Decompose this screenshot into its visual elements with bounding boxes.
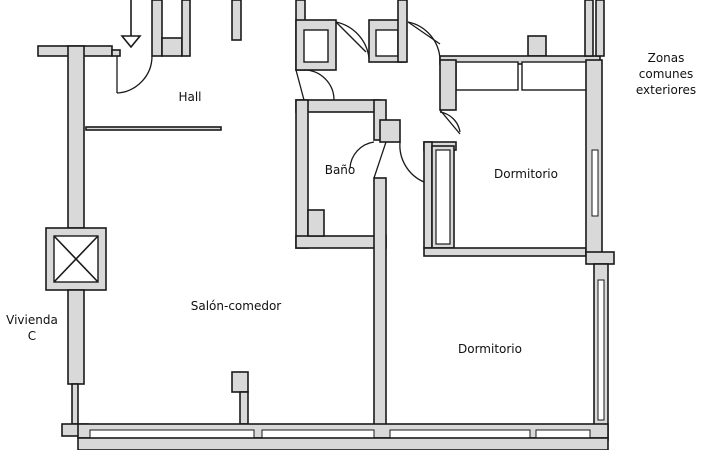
corridor-door-left [295, 69, 335, 101]
room-label-bano: Baño [324, 163, 356, 177]
entry-door-icon [116, 55, 153, 94]
room-label-hall: Hall [178, 90, 202, 104]
room-label-dormitorio-1: Dormitorio [494, 167, 558, 181]
living-room-pillar-lower [239, 391, 249, 425]
room-label-dormitorio-2: Dormitorio [458, 342, 522, 356]
entrance-arrow-icon [120, 0, 142, 49]
wall-top-center [295, 0, 408, 71]
living-room-column [231, 371, 249, 393]
corridor-door-right [407, 21, 441, 61]
room-label-salon: Salón-comedor [190, 299, 282, 313]
bathroom-walls [295, 99, 401, 437]
wall-hall-thin [85, 126, 222, 131]
wall-left-lower [61, 289, 89, 437]
wall-bottom [77, 423, 609, 450]
corridor-door-top [335, 21, 370, 59]
bedroom-1-door-icon [399, 109, 461, 183]
entry-door-walls [111, 0, 242, 57]
outside-label-vivienda: Vivienda C [6, 313, 58, 343]
elevator-shaft [45, 227, 107, 291]
wall-upper-right [439, 0, 605, 111]
wall-left-upper [37, 45, 113, 229]
bathroom-door-icon [349, 141, 387, 179]
outside-label-zonas: Zonas comunes exteriores [635, 51, 697, 97]
bedroom-1-walls [423, 59, 603, 257]
bedroom-2-walls [585, 251, 615, 441]
